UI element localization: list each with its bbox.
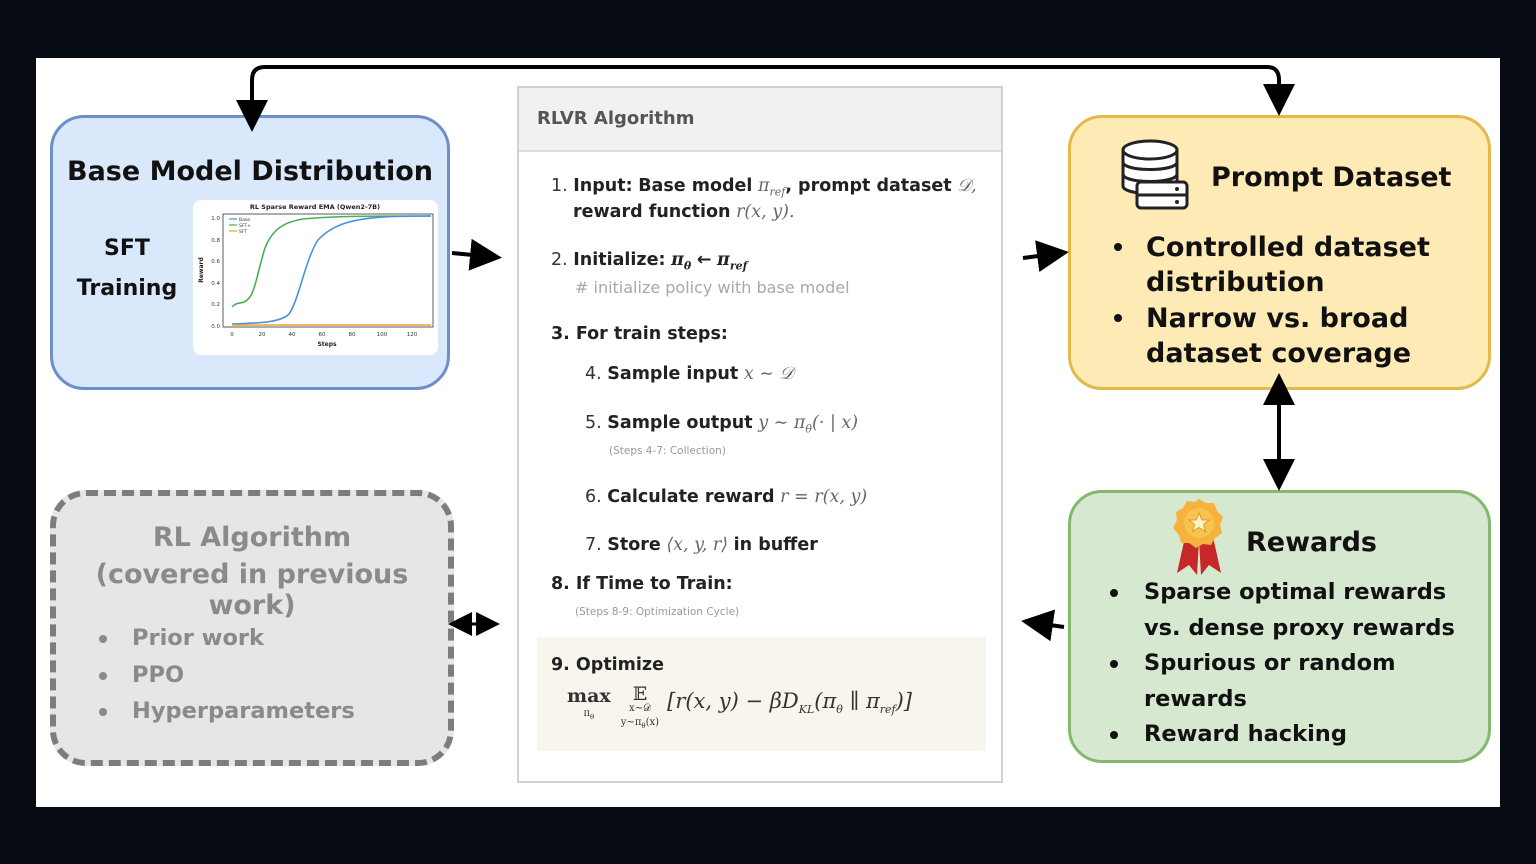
list-item: Prior work — [99, 620, 432, 657]
base-model-title: Base Model Distribution — [67, 156, 433, 187]
collection-note: (Steps 4-7: Collection) — [609, 445, 726, 457]
step-9: 9. Optimize — [551, 655, 664, 675]
step-6: 6. Calculate reward r = r(x, y) — [585, 487, 868, 507]
rl-algorithm-title: RL Algorithm — [152, 522, 352, 553]
prompt-dataset-title: Prompt Dataset — [1211, 162, 1452, 193]
rl-algorithm-bullets: Prior work PPO Hyperparameters — [99, 620, 432, 730]
award-ribbon-icon — [1173, 499, 1223, 575]
list-item: Spurious or random rewards — [1110, 646, 1489, 717]
mini-curve-sft-plus — [231, 215, 432, 308]
rewards-bullets: Sparse optimal rewards vs. dense proxy r… — [1110, 575, 1489, 753]
database-icon — [1121, 139, 1189, 210]
top-loop-arrow — [236, 65, 1295, 132]
mini-legend-sft-plus: SFT+ — [239, 223, 251, 229]
prompt-dataset-box: Prompt Dataset Controlled dataset distri… — [1068, 115, 1491, 390]
mini-chart-frame — [222, 213, 434, 328]
mini-tick-y-02: 0.2 — [211, 302, 220, 308]
step-2: 2. Initialize: πθ ← πref — [551, 250, 748, 273]
list-item: Controlled dataset distribution — [1114, 230, 1486, 300]
mini-tick-y-04: 0.4 — [211, 281, 220, 287]
sft-label-line2: Training — [76, 276, 178, 301]
mini-chart-title: RL Sparse Reward EMA (Qwen2-7B) — [250, 203, 380, 211]
mini-curve-base — [231, 215, 432, 325]
rl-algorithm-box: RL Algorithm (covered in previous work) … — [50, 490, 454, 766]
base-model-box: Base Model Distribution SFT Training RL … — [50, 115, 450, 390]
mini-tick-y-06: 0.6 — [211, 259, 220, 265]
step-8: 8. If Time to Train: — [551, 574, 733, 594]
mini-tick-x-20: 20 — [259, 332, 266, 338]
mini-chart-ylabel: Reward — [198, 257, 205, 283]
mini-reward-chart: RL Sparse Reward EMA (Qwen2-7B) 1.0 0.8 … — [193, 200, 438, 355]
rl-algorithm-subtitle: (covered in previous work) — [95, 559, 409, 621]
mini-tick-y-1: 1.0 — [211, 216, 220, 222]
list-item: Hyperparameters — [99, 693, 432, 730]
rewards-title: Rewards — [1246, 527, 1377, 558]
mini-legend-base: Base — [239, 217, 250, 223]
step-3: 3. For train steps: — [551, 324, 728, 344]
mini-tick-y-08: 0.8 — [211, 238, 220, 244]
arrow-rewards-to-algorithm — [1021, 609, 1065, 642]
mini-tick-x-100: 100 — [377, 332, 388, 338]
list-item: Reward hacking — [1110, 717, 1489, 753]
arrow-algorithm-to-prompt — [1022, 240, 1069, 272]
step-1: 1. Input: Base model πref, prompt datase… — [551, 176, 977, 199]
step-4: 4. Sample input x ∼ 𝒟 — [585, 364, 794, 384]
arrow-base-to-algorithm — [451, 238, 502, 271]
mini-tick-x-120: 120 — [407, 332, 418, 338]
rewards-box: Rewards Sparse optimal rewards vs. dense… — [1068, 490, 1491, 763]
step-7: 7. Store ⟨x, y, r⟩ in buffer — [585, 535, 818, 555]
mini-tick-x-40: 40 — [289, 332, 296, 338]
mini-tick-y-0: 0.0 — [211, 324, 220, 330]
sft-label-line1: SFT — [104, 236, 150, 261]
mini-tick-x-0: 0 — [230, 332, 234, 338]
step-5: 5. Sample output y ∼ πθ(· | x) — [585, 413, 859, 436]
list-item: PPO — [99, 657, 432, 694]
mini-tick-x-60: 60 — [319, 332, 326, 338]
optimize-box: 9. Optimize max πθ 𝔼 x∼𝒟 y∼πθ(x) [r(x, y… — [537, 637, 986, 751]
mini-tick-x-80: 80 — [349, 332, 356, 338]
list-item: Sparse optimal rewards vs. dense proxy r… — [1110, 575, 1489, 646]
step-2-comment: # initialize policy with base model — [575, 278, 850, 297]
optimization-note: (Steps 8-9: Optimization Cycle) — [575, 606, 740, 618]
step-1-line-2: reward function r(x, y). — [573, 202, 795, 222]
mini-chart-svg: RL Sparse Reward EMA (Qwen2-7B) 1.0 0.8 … — [198, 203, 434, 348]
list-item: Narrow vs. broad dataset coverage — [1114, 301, 1486, 371]
optimization-formula: max πθ 𝔼 x∼𝒟 y∼πθ(x) [r(x, y) − βDKL(πθ … — [567, 683, 912, 731]
mini-legend-sft: SFT — [239, 229, 247, 235]
prompt-dataset-bullets: Controlled dataset distribution Narrow v… — [1114, 230, 1486, 372]
mini-chart-xlabel: Steps — [317, 341, 337, 348]
